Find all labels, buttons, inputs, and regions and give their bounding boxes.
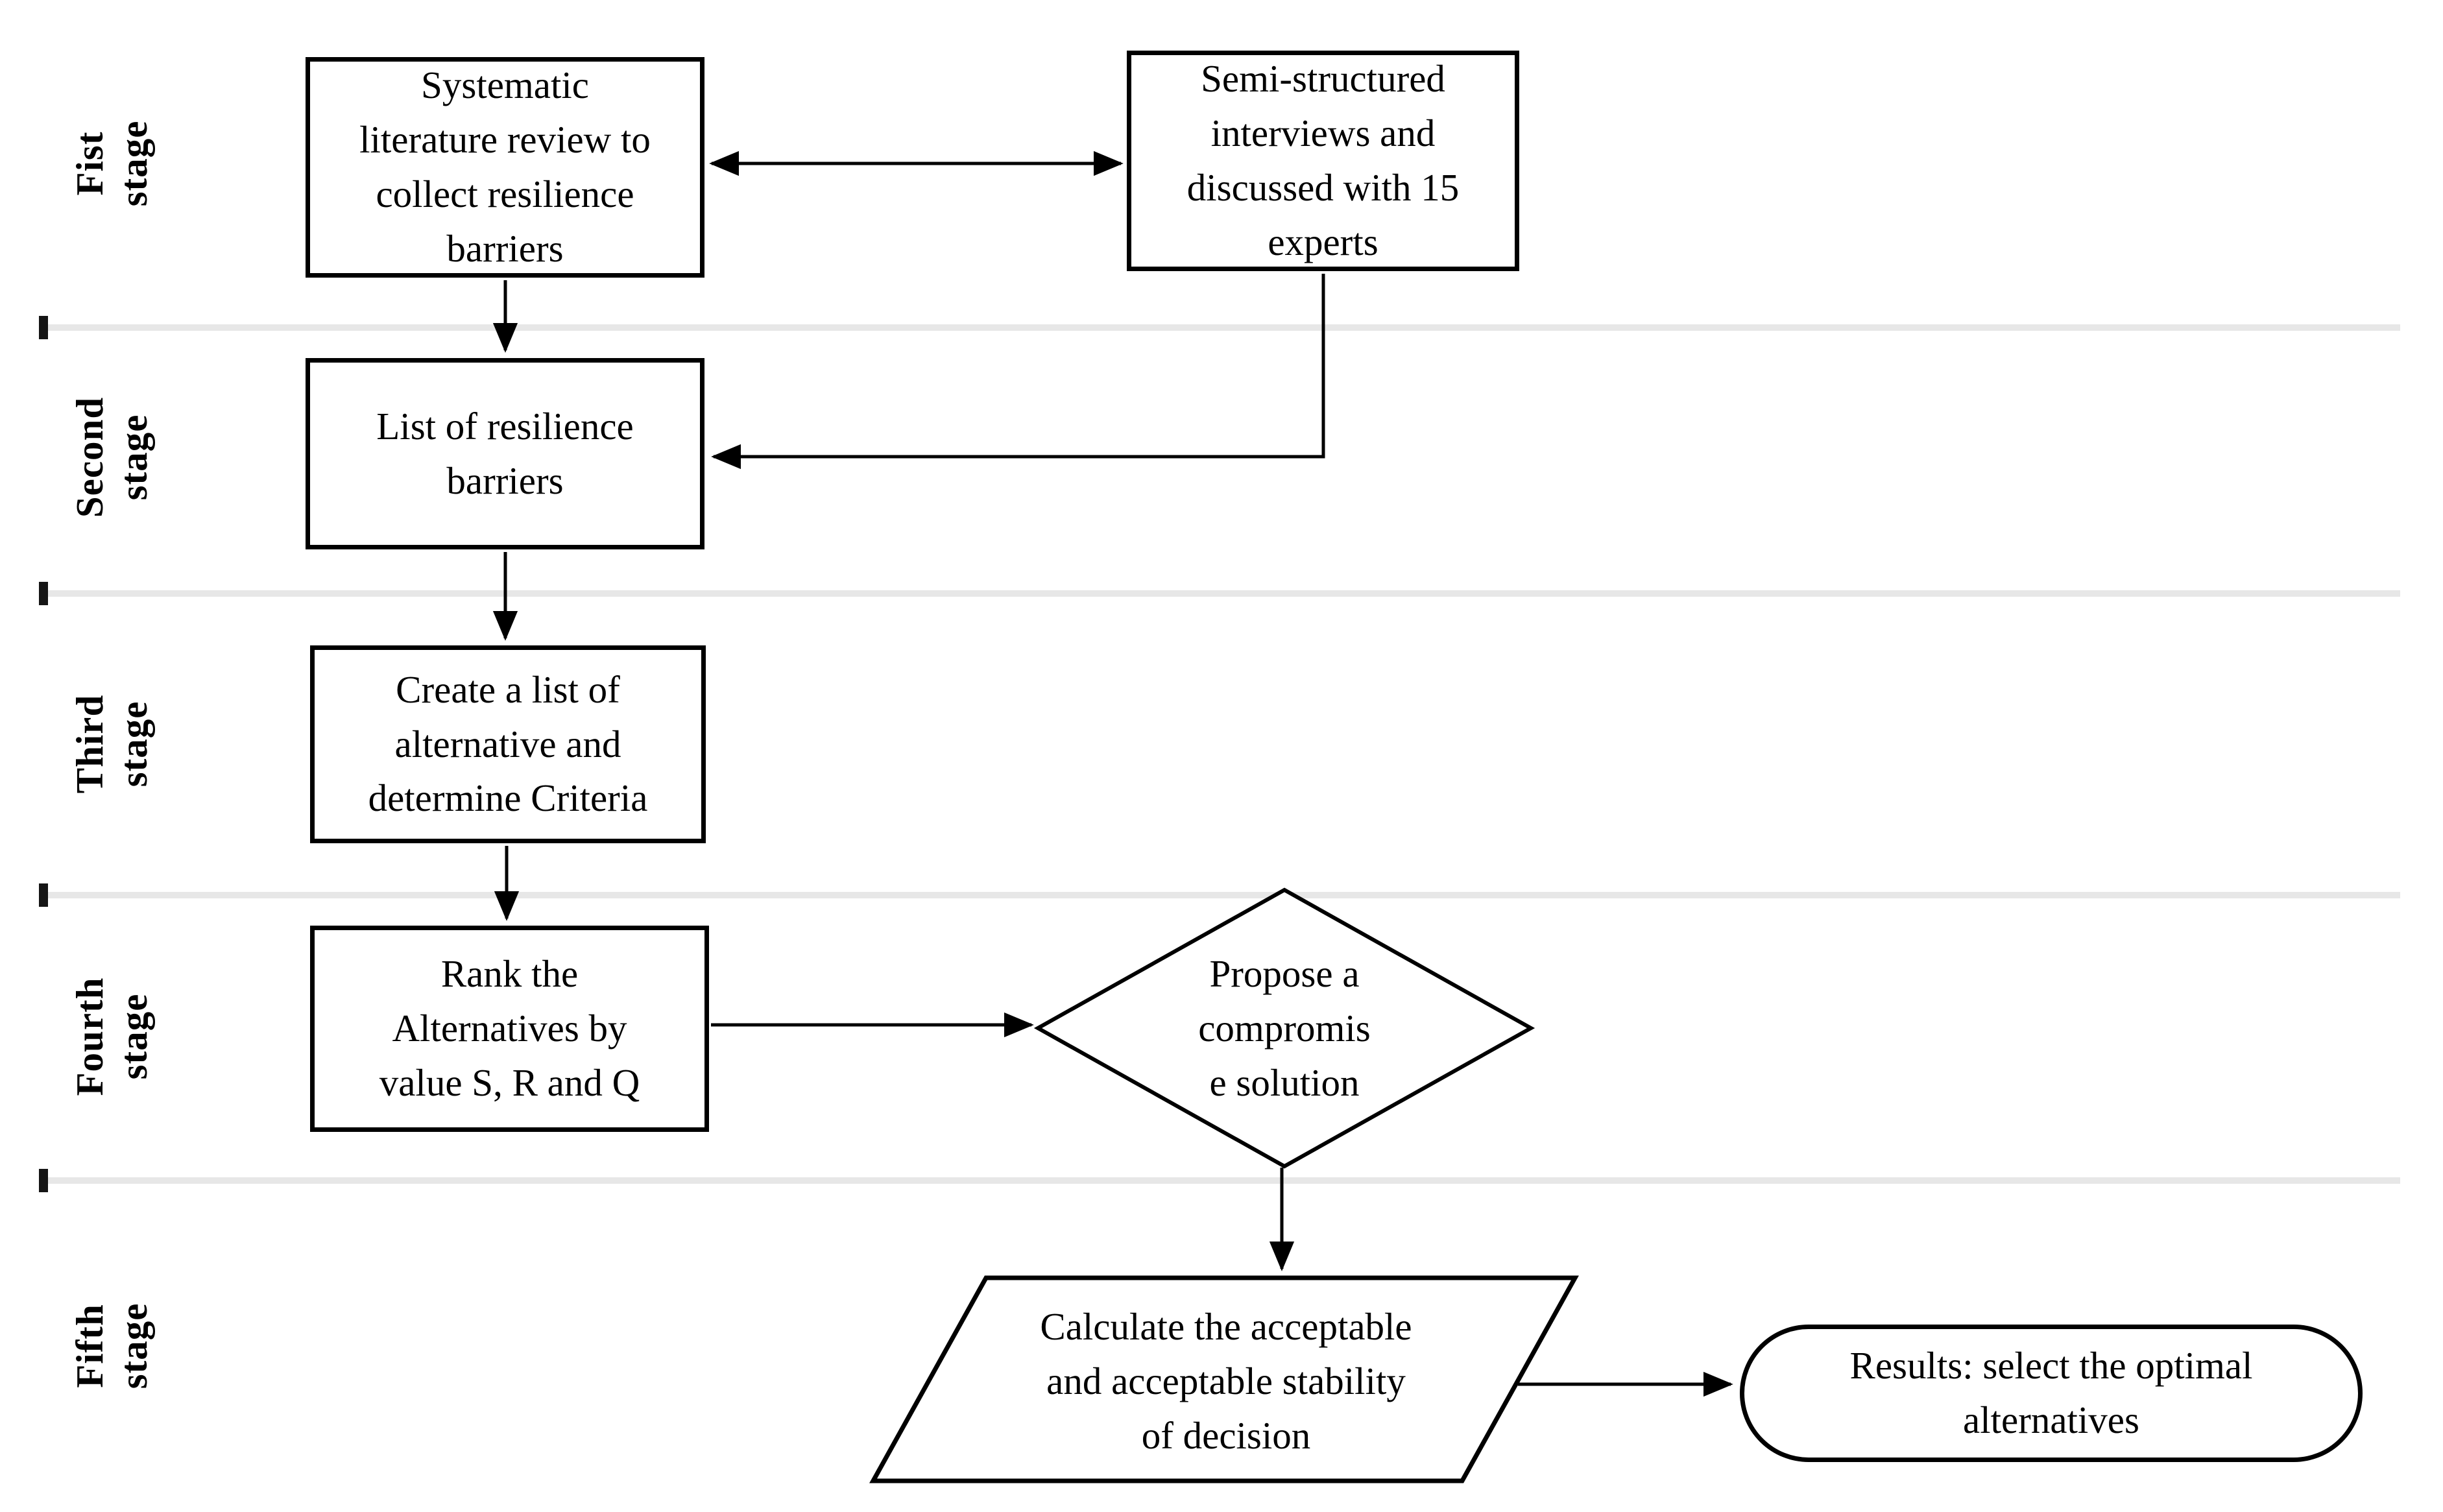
diamond-text-line: compromis (1198, 1007, 1371, 1050)
stadium-text-line: alternatives (1963, 1398, 2139, 1441)
stage-separator-2 (45, 590, 2400, 597)
box-text-line: alternative and (394, 722, 621, 765)
diamond-text-line: Propose a (1209, 952, 1360, 996)
parallelogram-text-line: Calculate the acceptable (1040, 1305, 1412, 1349)
diamond-propose-solution-text: Propose a compromis e solution (1155, 946, 1414, 1112)
separator-left-tick (39, 883, 48, 907)
stage-separator-3 (45, 892, 2400, 898)
box-text-line: literature review to (359, 118, 651, 162)
separator-left-tick (39, 1169, 48, 1192)
box-create-alternatives-criteria: Create a list of alternative and determi… (310, 645, 706, 843)
box-text-line: barriers (446, 226, 564, 270)
box-text-line: Create a list of (396, 667, 620, 711)
box-text-line: barriers (446, 459, 564, 502)
parallelogram-calculate-stability-text: Calculate the acceptable and acceptable … (997, 1299, 1455, 1465)
stage-separator-1 (45, 324, 2400, 331)
box-text-line: discussed with 15 (1186, 166, 1460, 209)
separator-left-tick (39, 316, 48, 339)
diamond-text-line: e solution (1209, 1061, 1360, 1104)
box-text-line: Alternatives by (392, 1007, 627, 1050)
box-text-line: Rank the (440, 952, 579, 996)
box-list-of-resilience-barriers: List of resilience barriers (306, 358, 704, 549)
box-text-line: experts (1268, 220, 1378, 263)
separator-left-tick (39, 582, 48, 605)
box-text-line: Systematic (421, 64, 589, 107)
stadium-text-line: Results: select the optimal (1849, 1344, 2253, 1387)
stadium-results-optimal-alternatives: Results: select the optimal alternatives (1740, 1325, 2363, 1462)
diamond-propose-solution (1033, 887, 1535, 1169)
box-text-line: interviews and (1210, 112, 1436, 155)
box-text-line: value S, R and Q (379, 1061, 640, 1104)
box-systematic-literature-review: Systematic literature review to collect … (306, 57, 704, 278)
stage-separator-4 (45, 1177, 2400, 1184)
arrow-interviews-to-list (711, 274, 1325, 470)
parallelogram-text-line: of decision (1141, 1413, 1311, 1457)
box-text-line: determine Criteria (368, 776, 648, 820)
box-semi-structured-interviews: Semi-structured interviews and discussed… (1127, 51, 1519, 271)
box-text-line: collect resilience (376, 173, 634, 215)
box-text-line: List of resilience (376, 404, 634, 448)
parallelogram-text-line: and acceptable stability (1046, 1360, 1406, 1403)
box-text-line: Semi-structured (1201, 57, 1445, 101)
parallelogram-calculate-stability (869, 1275, 1579, 1483)
box-rank-alternatives: Rank the Alternatives by value S, R and … (310, 926, 709, 1132)
